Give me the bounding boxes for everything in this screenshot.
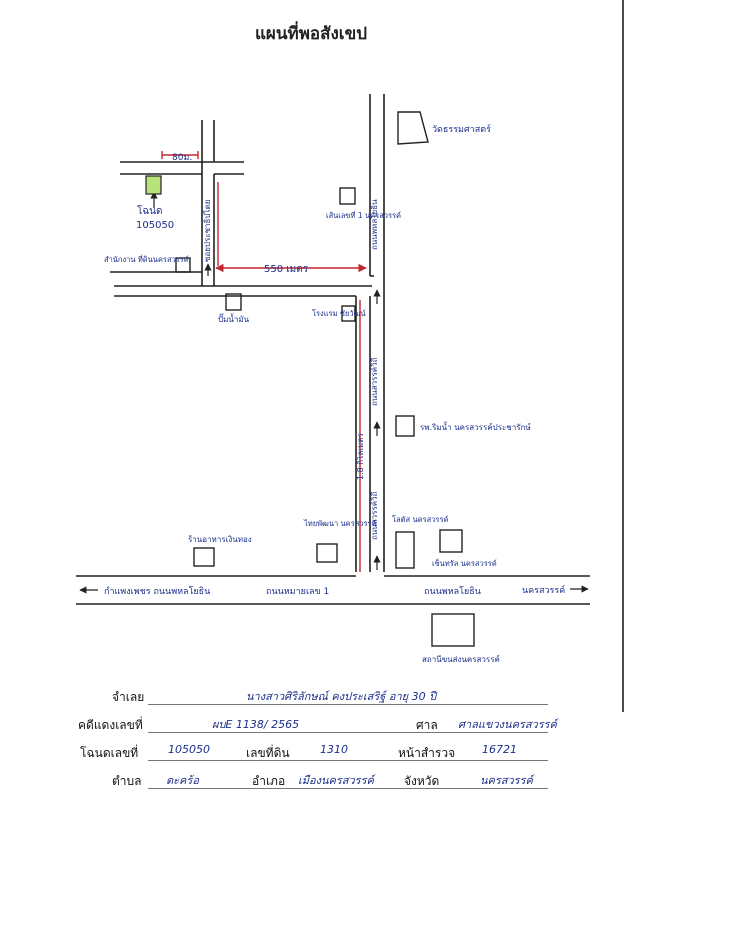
- district-value: เมืองนครสวรรค์: [298, 774, 374, 787]
- distance-short-label: 80ม.: [172, 153, 192, 163]
- case-no-line: [148, 732, 548, 733]
- survey-page-value: 16721: [482, 743, 517, 756]
- province-label: จังหวัด: [404, 774, 440, 788]
- subdistrict-value: ตะคร้อ: [166, 774, 199, 787]
- landmark-fuel: ปั๊มน้ำมัน: [218, 313, 250, 324]
- plot-label: โฉนด: [137, 204, 163, 217]
- side-distance-label: 1.8 กิโลเมตร: [355, 432, 365, 480]
- bottom-road-mid-label: ถนนหมายเลข 1: [266, 587, 329, 597]
- district-label: อำเภอ: [252, 774, 286, 788]
- court-label: ศาล: [416, 718, 438, 732]
- landmark-clinic-right: โลตัส นครสวรรค์: [392, 515, 449, 524]
- vertical-main-road: [114, 94, 385, 572]
- land-no-value: 1310: [320, 743, 348, 756]
- landmark-dept-store: เซ็นทรัล นครสวรรค์: [432, 558, 497, 568]
- map-sheet: แผนที่พอสังเขป: [76, 0, 624, 712]
- landmark-hotel: โรงแรม ชัยวัฒน์: [312, 309, 366, 318]
- bottom-road-left-label: กำแพงเพชร ถนนพหลโยธิน: [104, 586, 210, 597]
- case-no-label: คดีแดงเลขที่: [78, 718, 143, 732]
- distance-long-label: 550 เมตร: [264, 264, 309, 275]
- landmark-shop-top: เส้นเลขที่ 1 นครสวรรค์: [326, 210, 401, 220]
- page-title: แผนที่พอสังเขป: [254, 24, 368, 44]
- landmark-rice-mill: ไทยพัฒนา นครสวรรค์: [303, 519, 377, 528]
- deed-no-label: โฉนดเลขที่: [80, 746, 139, 760]
- province-value: นครสวรรค์: [480, 774, 533, 787]
- landmark-grocery: ร้านอาหารเงินทอง: [188, 535, 252, 544]
- defendant-line: [148, 704, 548, 705]
- land-no-label: เลขที่ดิน: [246, 746, 290, 760]
- defendant-label: จำเลย: [112, 690, 145, 704]
- bottom-main-road: [76, 575, 590, 605]
- subdistrict-line: [148, 788, 548, 789]
- court-value: ศาลแขวงนครสวรรค์: [458, 718, 557, 731]
- case-form: จำเลย นางสาวศิริลักษณ์ คงประเสริฐ์ อายุ …: [0, 680, 560, 795]
- deed-no-line: [148, 760, 548, 761]
- upper-main-road: [114, 280, 372, 287]
- landmark-boxes: [175, 111, 475, 647]
- case-no-value: ผบE 1138/ 2565: [212, 718, 300, 731]
- direction-right-label: นครสวรรค์: [522, 584, 565, 596]
- soi-road-label: ซอยประชาธิปไตย: [203, 200, 212, 262]
- lower-vertical-road-label-2: ถนนสวรรค์วิถี: [369, 491, 379, 540]
- plot-id: 105050: [136, 220, 174, 231]
- main-vertical-road-label: ถนนพหลโยธิน: [369, 199, 379, 250]
- landmark-temple: วัดธรรมศาสตร์: [432, 123, 491, 135]
- bottom-road-right-label: ถนนพหลโยธิน: [424, 586, 481, 597]
- deed-no-value: 105050: [168, 743, 210, 756]
- landmark-office: สำนักงาน ที่ดินนครสวรรค์: [104, 254, 189, 264]
- lower-vertical-road-label: ถนนสวรรค์วิถี: [369, 357, 379, 406]
- landmark-bus-station: สถานีขนส่งนครสวรรค์: [422, 654, 500, 664]
- distance-markers: [161, 151, 367, 572]
- landmark-hospital: รพ.ริมน้ำ นครสวรรค์ประชารักษ์: [420, 421, 531, 432]
- subdistrict-label: ตำบล: [112, 774, 142, 788]
- survey-page-label: หน้าสำรวจ: [398, 746, 456, 760]
- plot-marker[interactable]: [145, 175, 162, 195]
- sketch-map: 80ม. โฉนด 105050 550 เมตร ซอยประชาธิปไตย…: [76, 94, 590, 664]
- defendant-value: นางสาวศิริลักษณ์ คงประเสริฐ์ อายุ 30 ปี: [246, 690, 437, 703]
